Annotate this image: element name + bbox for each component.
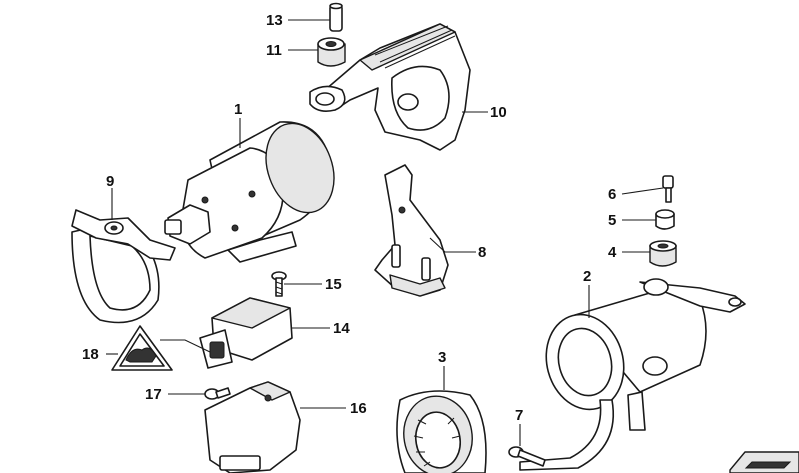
callout-1: 1: [234, 101, 242, 118]
callout-3: 3: [438, 349, 446, 366]
callout-labels: 1 2 3 4 5 6 7 8 9 10 11 13 14 15 16 17 1…: [82, 12, 617, 424]
part-9-strap-clamp: [71, 209, 176, 324]
callout-16: 16: [350, 400, 367, 417]
callout-14: 14: [333, 320, 350, 337]
part-4-grommet: [649, 240, 677, 267]
diagram-logo-mark: [729, 451, 799, 473]
part-15-screw: [271, 271, 287, 297]
callout-11: 11: [266, 42, 282, 59]
part-17-bolt: [204, 387, 231, 400]
callout-2: 2: [583, 268, 591, 285]
part-11-bushing: [317, 37, 346, 67]
part-14-sensor-module: [199, 297, 293, 369]
part-1-motor-unit: [164, 121, 335, 263]
part-10-bracket: [309, 23, 471, 151]
leader-lines: [106, 19, 664, 446]
part-13-pin: [329, 2, 343, 32]
callout-10: 10: [490, 104, 507, 121]
callout-9: 9: [106, 173, 114, 190]
part-7-screw: [508, 446, 546, 467]
part-3-splined-ring: [396, 390, 487, 473]
callout-6: 6: [608, 186, 616, 203]
callout-15: 15: [325, 276, 342, 293]
callout-13: 13: [266, 12, 283, 29]
part-18-warning-label: [111, 325, 211, 371]
part-5-sleeve: [655, 209, 675, 230]
callout-17: 17: [145, 386, 162, 403]
callout-18: 18: [82, 346, 99, 363]
part-6-bolt: [662, 175, 674, 203]
callout-8: 8: [478, 244, 486, 261]
part-8-bracket: [374, 164, 449, 297]
part-2-holder: [519, 278, 746, 471]
callout-4: 4: [608, 244, 617, 261]
part-16-bracket: [204, 381, 301, 473]
callout-7: 7: [515, 407, 523, 424]
callout-5: 5: [608, 212, 616, 229]
